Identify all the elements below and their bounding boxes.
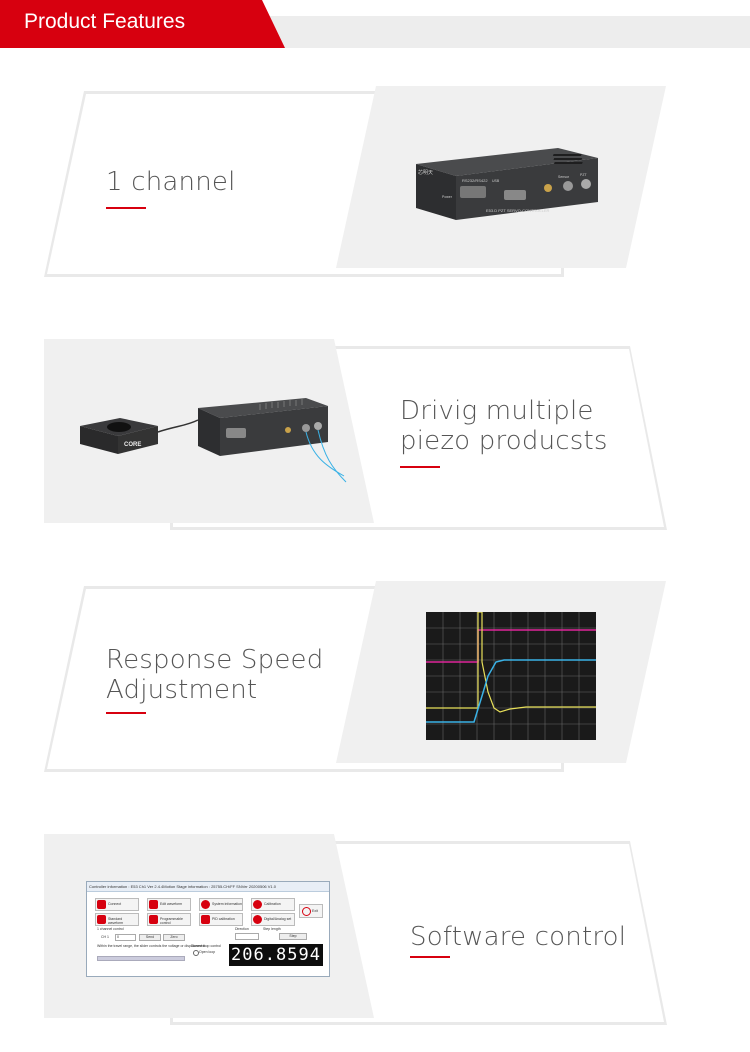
feature-2-text-line1: Drivig multiple xyxy=(400,396,594,426)
sw-closed-loop-label: Closed loop control xyxy=(191,944,221,948)
controller-image: RS232/RS422 E53.D PZT SERVO-CONTROLLER 芯… xyxy=(416,148,598,220)
controller-brand: 芯明天 xyxy=(418,169,433,176)
sw-note-label: Within the travel range, the slider cont… xyxy=(97,944,206,948)
sw-power-icon xyxy=(302,907,311,916)
sw-direction-label: Direction xyxy=(235,927,249,931)
sw-readout: 206.8594 xyxy=(229,944,323,966)
sw-digital-analog-button[interactable]: Digital/Analog set xyxy=(251,913,295,926)
sw-system-info-button[interactable]: System information xyxy=(199,898,243,911)
header-tab xyxy=(0,0,285,48)
software-titlebar: Controller information : E53 Ch1 Ver 2.4… xyxy=(87,882,329,892)
sw-standard-icon xyxy=(97,915,106,924)
sw-calibration-icon xyxy=(253,900,262,909)
feature-2: Drivig multiple piezo producsts CORE xyxy=(0,330,750,535)
sw-digital-icon xyxy=(253,915,262,924)
sw-pid-icon xyxy=(201,915,210,924)
feature-2-underline xyxy=(400,466,440,468)
feature-4-text: Software control xyxy=(410,922,627,952)
feature-1: 1 channel RS232/RS422 E53.D PZT SERVO-CO… xyxy=(0,80,750,285)
sw-send-button[interactable]: Send xyxy=(139,934,161,941)
feature-3: Response Speed Adjustment xyxy=(0,575,750,780)
sw-programmable-icon xyxy=(149,915,158,924)
sw-exit-button[interactable]: Exit xyxy=(299,904,323,918)
feature-3-underline xyxy=(106,712,146,714)
page-title: Product Features xyxy=(24,10,186,33)
sw-direction-select[interactable] xyxy=(235,933,259,940)
sw-section-label: 1 channel control xyxy=(97,927,124,931)
feature-1-underline xyxy=(106,207,146,209)
feature-4-underline xyxy=(410,956,450,958)
sw-open-loop-radio[interactable] xyxy=(193,950,199,956)
feature-4: Software control Controller information … xyxy=(0,825,750,1030)
sw-step-button[interactable]: Step xyxy=(279,933,307,940)
controller-label: E53.D PZT SERVO-CONTROLLER xyxy=(486,208,550,213)
feature-1-text: 1 channel xyxy=(106,167,236,197)
sw-pid-button[interactable]: PID calibration xyxy=(199,913,243,926)
sw-step-label: Step length xyxy=(263,927,281,931)
oscilloscope-image xyxy=(426,612,596,740)
sw-edit-waveform-button[interactable]: Edit waveform xyxy=(147,898,191,911)
controller-power-label: Power xyxy=(442,195,453,199)
sw-zero-button[interactable]: Zero xyxy=(163,934,185,941)
stage-brand: CORE xyxy=(124,442,141,448)
sw-slider[interactable] xyxy=(97,956,185,961)
sw-connect-icon xyxy=(97,900,106,909)
sw-programmable-button[interactable]: Programmable control xyxy=(147,913,191,926)
stage-controller-image: CORE xyxy=(80,398,347,483)
sw-ch-input[interactable]: 0 xyxy=(115,934,136,941)
feature-3-text-line1: Response Speed xyxy=(106,645,324,675)
sw-open-loop-label: Open loop xyxy=(199,950,216,954)
sw-system-icon xyxy=(201,900,210,909)
sw-connect-button[interactable]: Connect xyxy=(95,898,139,911)
controller-sensor-label: Sensor xyxy=(558,175,570,179)
sw-ch-label: CH 1 xyxy=(101,935,109,939)
controller-port-label: RS232/RS422 xyxy=(462,178,488,183)
feature-3-text-line2: Adjustment xyxy=(106,675,258,705)
controller-usb-label: USB xyxy=(492,179,500,183)
sw-edit-icon xyxy=(149,900,158,909)
sw-calibration-button[interactable]: Calibration xyxy=(251,898,295,911)
controller-pzt-label: PZT xyxy=(580,173,587,177)
software-window: Controller information : E53 Ch1 Ver 2.4… xyxy=(86,881,330,977)
feature-2-text-line2: piezo producsts xyxy=(400,426,608,456)
sw-standard-waveform-button[interactable]: Standard waveform xyxy=(95,913,139,926)
